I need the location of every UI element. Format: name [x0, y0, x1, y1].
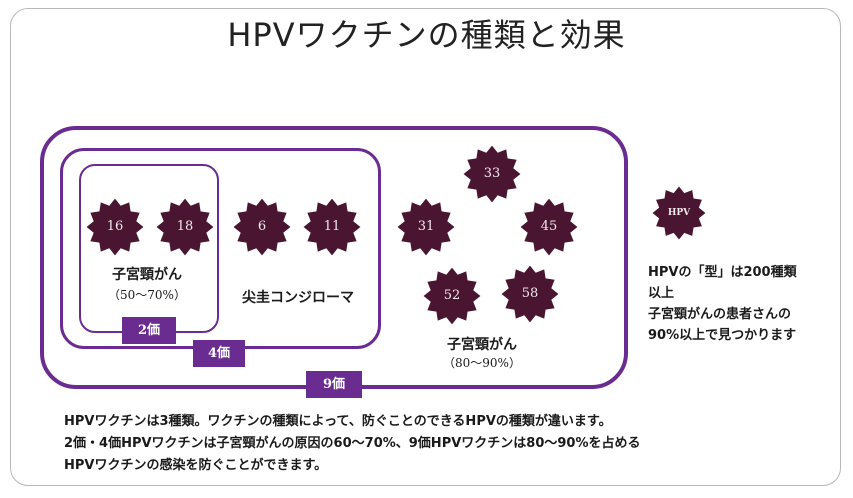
slide-title: HPVワクチンの種類と効果: [227, 16, 626, 54]
hpv-type-58-badge: 58: [501, 265, 559, 323]
coverage-percent-9-valent: （80〜90%）: [443, 356, 521, 370]
tag-9-valent: 9価: [306, 371, 362, 398]
hpv-type-11-badge: 11: [303, 198, 361, 256]
tag-4-valent: 4価: [193, 340, 245, 367]
star-badge-icon: [423, 267, 481, 325]
hpv-type-label: 6: [257, 219, 267, 234]
hpv-type-label: 45: [540, 219, 558, 234]
star-badge-icon: [156, 198, 214, 256]
side-note-line: 以上: [648, 286, 675, 301]
hpv-type-45-badge: 45: [520, 198, 578, 256]
tag-2-valent: 2価: [122, 317, 176, 344]
star-badge-icon: [501, 265, 559, 323]
star-badge-icon: [520, 198, 578, 256]
star-badge-icon: [463, 145, 521, 203]
genital-warts-label: 尖圭コンジローマ: [242, 290, 354, 306]
star-badge-icon: [652, 186, 706, 240]
hpv-type-label: 31: [417, 219, 435, 234]
hpv-generic-label: HPV: [667, 208, 691, 218]
hpv-type-31-badge: 31: [397, 198, 455, 256]
coverage-percent-2-valent: （50〜70%）: [108, 288, 186, 302]
side-note-line: 90%以上で見つかります: [648, 328, 797, 343]
hpv-type-label: 33: [483, 166, 501, 181]
star-badge-icon: [233, 198, 291, 256]
description-line: HPVワクチンは3種類。ワクチンの種類によって、防ぐことのできるHPVの種類が違…: [64, 414, 612, 429]
cervical-cancer-label-2-valent: 子宮頸がん: [112, 267, 182, 283]
side-note: HPVの「型」は200種類 以上 子宮頸がんの患者さんの 90%以上で見つかりま…: [648, 262, 843, 346]
description-text: HPVワクチンは3種類。ワクチンの種類によって、防ぐことのできるHPVの種類が違…: [64, 411, 824, 477]
side-note-line: 子宮頸がんの患者さんの: [648, 307, 792, 322]
hpv-type-label: 11: [323, 219, 341, 234]
star-badge-icon: [397, 198, 455, 256]
hpv-type-16-badge: 16: [86, 198, 144, 256]
cervical-cancer-label-9-valent: 子宮頸がん: [447, 337, 517, 353]
star-badge-icon: [86, 198, 144, 256]
star-badge-icon: [303, 198, 361, 256]
hpv-type-52-badge: 52: [423, 267, 481, 325]
hpv-type-label: 18: [176, 219, 194, 234]
hpv-type-18-badge: 18: [156, 198, 214, 256]
description-line: HPVワクチンの感染を防ぐことができます。: [64, 458, 328, 473]
hpv-type-label: 16: [106, 219, 124, 234]
hpv-generic-badge: HPV: [652, 186, 706, 240]
hpv-type-33-badge: 33: [463, 145, 521, 203]
hpv-type-label: 58: [521, 286, 539, 301]
hpv-type-label: 52: [443, 288, 461, 303]
side-note-line: HPVの「型」は200種類: [648, 265, 797, 280]
hpv-type-6-badge: 6: [233, 198, 291, 256]
description-line: 2価・4価HPVワクチンは子宮頸がんの原因の60〜70%、9価HPVワクチンは8…: [64, 436, 641, 451]
